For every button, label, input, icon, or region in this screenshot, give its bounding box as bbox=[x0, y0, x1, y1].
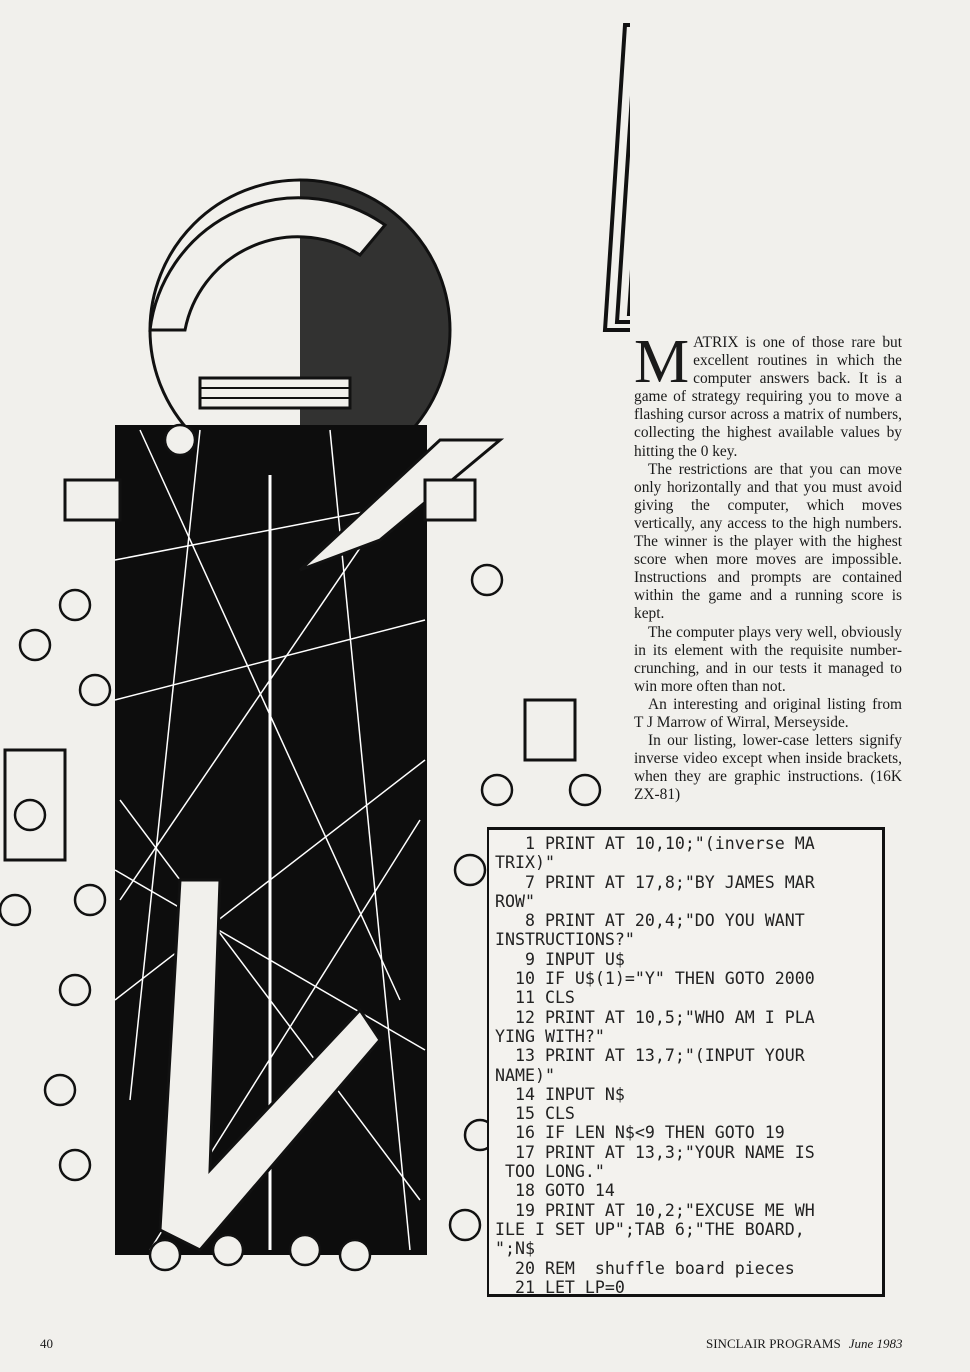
listing-line: ROW" bbox=[495, 891, 535, 911]
listing-line: 13 PRINT AT 13,7;"(INPUT YOUR bbox=[495, 1046, 805, 1066]
article-paragraph: In our listing, lower-case letters signi… bbox=[634, 732, 902, 804]
listing-line: 1 PRINT AT 10,10;"(inverse MA bbox=[495, 834, 815, 853]
article-paragraph: The restrictions are that you can move o… bbox=[634, 460, 902, 623]
page-number: 40 bbox=[40, 1336, 53, 1351]
listing-line: 7 PRINT AT 17,8;"BY JAMES MAR bbox=[495, 872, 815, 892]
magazine-name: SINCLAIR PROGRAMS bbox=[706, 1336, 841, 1351]
listing-line: 15 CLS bbox=[495, 1104, 575, 1124]
article-paragraph: The computer plays very well, obviously … bbox=[634, 623, 902, 695]
issue-date: June 1983 bbox=[848, 1336, 903, 1351]
listing-line: ILE I SET UP";TAB 6;"THE BOARD, bbox=[495, 1219, 805, 1239]
listing-line: 11 CLS bbox=[495, 988, 575, 1008]
listing-line: YING WITH?" bbox=[495, 1026, 605, 1046]
title-letter-m bbox=[602, 23, 630, 332]
listing-line: 8 PRINT AT 20,4;"DO YOU WANT bbox=[495, 911, 805, 931]
listing-line: 14 INPUT N$ bbox=[495, 1084, 625, 1104]
robot-illustration bbox=[0, 23, 630, 1272]
listing-line: 16 IF LEN N$<9 THEN GOTO 19 bbox=[495, 1123, 785, 1143]
listing-line: NAME)" bbox=[495, 1065, 555, 1085]
listing-line: TRIX)" bbox=[495, 853, 555, 873]
visor-arc bbox=[148, 196, 388, 332]
magazine-footer: SINCLAIR PROGRAMS June 1983 bbox=[706, 1336, 903, 1352]
listing-line: 18 GOTO 14 bbox=[495, 1181, 615, 1201]
listing-line: TOO LONG." bbox=[495, 1162, 605, 1182]
article-paragraph: An interesting and original listing from… bbox=[634, 695, 902, 731]
paragraph-text: ATRIX is one of those rare but excellent… bbox=[634, 334, 902, 460]
listing-line: 19 PRINT AT 10,2;"EXCUSE ME WH bbox=[495, 1200, 815, 1220]
listing-line: 10 IF U$(1)="Y" THEN GOTO 2000 bbox=[495, 969, 815, 989]
drop-cap: M bbox=[634, 328, 690, 396]
listing-line: 17 PRINT AT 13,3;"YOUR NAME IS bbox=[495, 1142, 815, 1162]
listing-line: 12 PRINT AT 10,5;"WHO AM I PLA bbox=[495, 1007, 815, 1027]
listing-line: 9 INPUT U$ bbox=[495, 949, 625, 969]
listing-line: 21 LET LP=0 bbox=[495, 1277, 625, 1297]
listing-line: INSTRUCTIONS?" bbox=[495, 930, 635, 950]
listing-line: 20 REM shuffle board pieces bbox=[495, 1258, 795, 1278]
listing-line: ";N$ bbox=[495, 1239, 535, 1259]
